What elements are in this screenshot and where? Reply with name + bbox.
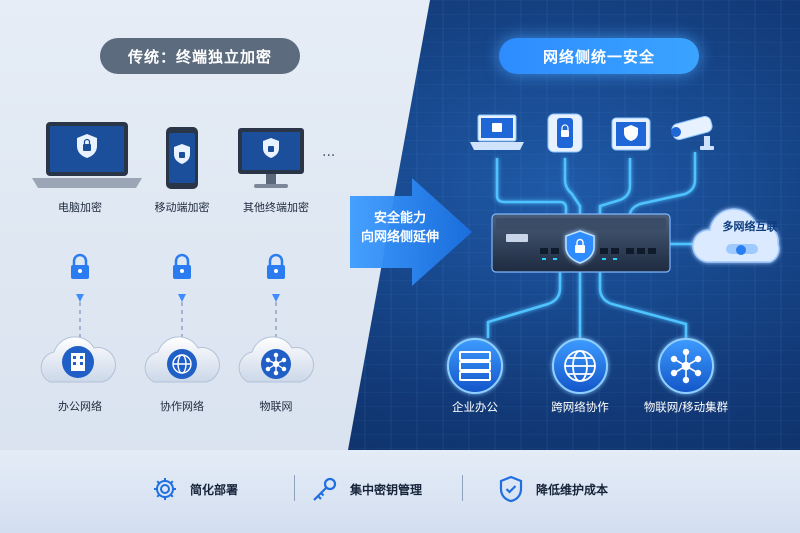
multi-network-cloud <box>692 208 780 263</box>
network-side-title: 网络侧统一安全 <box>499 38 699 74</box>
link-camera-server <box>628 152 697 216</box>
phone-device <box>166 127 198 189</box>
right-tablet <box>611 117 651 151</box>
cloud-collab <box>144 336 220 383</box>
arrow-down-icon <box>76 294 84 302</box>
device-label-pc: 电脑加密 <box>58 201 102 214</box>
more-devices-ellipsis: ··· <box>322 148 335 164</box>
right-laptop <box>470 114 524 150</box>
benefits-bar <box>0 450 800 533</box>
iot-cluster-node <box>658 338 714 394</box>
lock-icon <box>173 253 191 279</box>
benefit-label-reduce-cost: 降低维护成本 <box>536 482 609 497</box>
arrow-down-icon <box>178 294 186 302</box>
lock-icon <box>492 123 502 132</box>
arrow-text-line1: 安全能力 <box>373 211 426 226</box>
device-label-other: 其他终端加密 <box>243 201 309 214</box>
lock-icon <box>71 253 89 279</box>
globe-icon <box>564 350 596 382</box>
right-bottom-links <box>486 272 688 338</box>
monitor-device <box>238 128 304 188</box>
shield-check-icon <box>499 475 523 503</box>
network-hub-icon <box>670 348 702 384</box>
key-icon <box>313 477 337 501</box>
lock-icon <box>267 253 285 279</box>
network-label-collab: 协作网络 <box>160 400 204 413</box>
network-label-enterprise: 企业办公 <box>452 400 498 414</box>
server-rack-icon <box>459 351 491 381</box>
network-hub-icon <box>265 352 287 376</box>
divider <box>462 475 463 501</box>
gear-icon <box>154 478 176 500</box>
cross-network-node <box>552 338 608 394</box>
network-label-iot-cluster: 物联网/移动集群 <box>643 400 729 414</box>
link-laptop-server <box>495 158 568 215</box>
arrow-text-line2: 向网络侧延伸 <box>360 230 439 245</box>
link-server-enterprise <box>486 272 562 338</box>
device-label-mobile: 移动端加密 <box>154 201 210 214</box>
benefit-reduce-cost: 降低维护成本 <box>498 473 608 505</box>
link-tablet-server <box>598 158 632 215</box>
link-phone-server <box>563 158 582 215</box>
lock-icon <box>561 130 569 137</box>
right-phone-badge <box>547 113 583 153</box>
link-server-iot <box>598 272 688 338</box>
divider <box>294 475 295 501</box>
laptop-device <box>32 122 142 188</box>
network-label-office: 办公网络 <box>58 400 102 413</box>
extension-arrow-text: 安全能力 向网络侧延伸 <box>352 209 448 247</box>
cloud-iot <box>238 336 314 383</box>
arrow-down-icon <box>272 294 280 302</box>
cloud-office <box>40 336 116 383</box>
network-label-crossnet: 跨网络协作 <box>551 400 609 414</box>
extension-arrow <box>350 178 472 286</box>
benefit-label-simplify: 简化部署 <box>190 482 239 497</box>
shield-icon <box>624 125 638 141</box>
right-camera <box>671 115 714 150</box>
enterprise-office-node <box>447 338 503 394</box>
traditional-title: 传统：终端独立加密 <box>100 38 300 74</box>
network-label-iot: 物联网 <box>259 400 293 413</box>
multi-network-label: 多网络互联 <box>722 220 778 233</box>
network-security-gateway <box>491 213 671 273</box>
benefit-label-key-management: 集中密钥管理 <box>350 482 423 497</box>
left-links <box>76 220 280 340</box>
globe-icon <box>172 354 192 374</box>
benefit-simplify: 简化部署 <box>152 473 238 505</box>
benefit-key-management: 集中密钥管理 <box>310 473 422 505</box>
left-locks <box>71 253 285 279</box>
